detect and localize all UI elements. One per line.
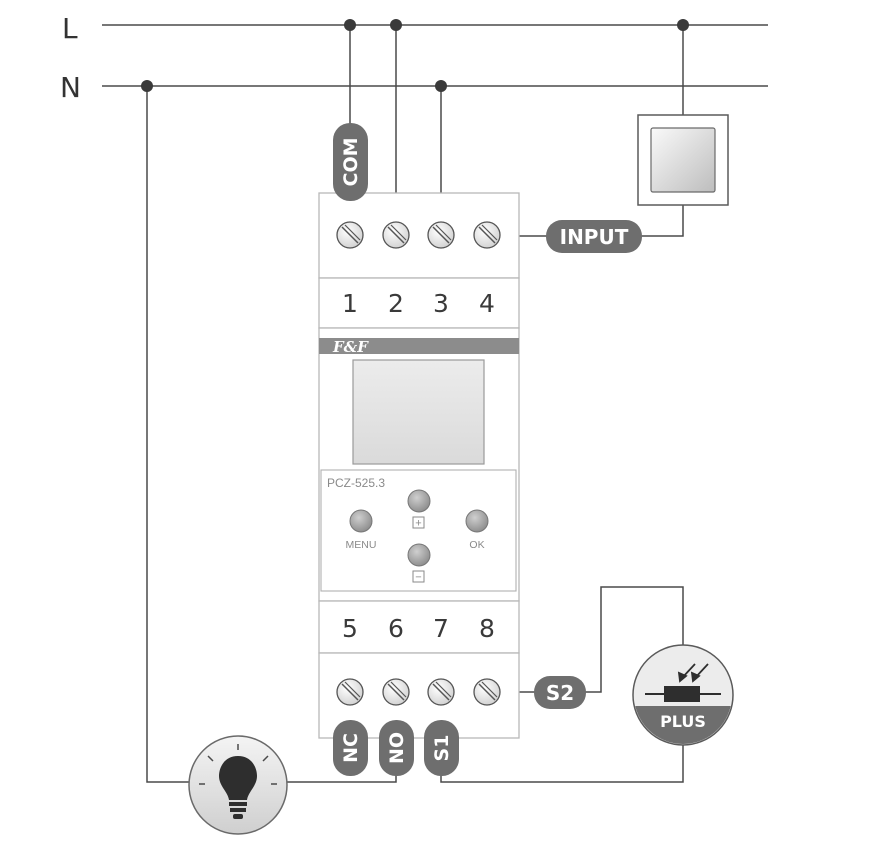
plus-symbol: +	[415, 518, 421, 530]
model-label: PCZ-525.3	[327, 476, 385, 490]
terminal-number: 5	[342, 614, 358, 643]
lcd-display	[352, 359, 485, 465]
screw-terminal-6	[382, 678, 410, 706]
top-number-strip	[318, 277, 520, 329]
screw-terminal-3	[427, 221, 455, 249]
input-label: INPUT	[560, 225, 629, 249]
sensor-label: PLUS	[660, 712, 706, 731]
s2-label: S2	[546, 681, 574, 705]
junction-dot	[141, 80, 153, 92]
screw-terminal-8	[473, 678, 501, 706]
plus-button[interactable]	[407, 489, 431, 513]
input-pill	[546, 220, 642, 253]
screw-terminal-4	[473, 221, 501, 249]
menu-button[interactable]	[349, 509, 373, 533]
plus-icon	[412, 516, 425, 529]
s1-pill	[424, 720, 459, 776]
nc-label: NC	[340, 733, 362, 763]
line-label-L: L	[62, 12, 78, 45]
supply-lines: L N	[60, 12, 768, 104]
screw-terminal-7	[427, 678, 455, 706]
ok-label: OK	[469, 539, 484, 551]
terminal-number: 2	[388, 289, 404, 318]
terminal-number: 7	[433, 614, 449, 643]
no-pill	[379, 720, 414, 776]
top-screws	[336, 221, 501, 249]
junction-dot	[435, 80, 447, 92]
minus-icon	[412, 570, 425, 583]
line-label-N: N	[60, 71, 81, 104]
junction-dot	[344, 19, 356, 31]
junction-dot	[677, 19, 689, 31]
device-pcz: F&F PCZ-525.3 + MENU OK − 1 2 3 4 5 6 7 …	[318, 192, 520, 739]
screw-terminal-5	[336, 678, 364, 706]
s2-pill	[534, 676, 586, 709]
wire-N-lamp	[146, 86, 238, 783]
nc-pill	[333, 720, 368, 776]
screw-terminal-1	[336, 221, 364, 249]
brand-logo: F&F	[332, 338, 369, 356]
brand-bar	[319, 338, 519, 354]
s1-label: S1	[431, 735, 453, 762]
ok-button[interactable]	[465, 509, 489, 533]
bottom-number-strip	[318, 600, 520, 654]
minus-button[interactable]	[407, 543, 431, 567]
junction-dots	[141, 19, 689, 92]
terminal-number: 3	[433, 289, 449, 318]
lamp-icon	[188, 735, 288, 835]
terminal-number: 4	[479, 289, 495, 318]
light-switch	[637, 114, 729, 206]
terminal-number: 6	[388, 614, 404, 643]
no-label: NO	[386, 732, 408, 764]
screw-terminal-2	[382, 221, 410, 249]
junction-dot	[390, 19, 402, 31]
bottom-screws	[336, 678, 501, 706]
pill-labels: COM INPUT S2 NC NO S1	[333, 123, 642, 776]
minus-symbol: −	[415, 572, 421, 584]
light-arrows-icon	[677, 663, 709, 683]
terminal-number: 8	[479, 614, 495, 643]
light-sensor: PLUS	[632, 644, 734, 746]
terminal-number: 1	[342, 289, 358, 318]
com-pill	[333, 123, 368, 201]
com-label: COM	[340, 137, 362, 186]
menu-label: MENU	[346, 539, 377, 551]
